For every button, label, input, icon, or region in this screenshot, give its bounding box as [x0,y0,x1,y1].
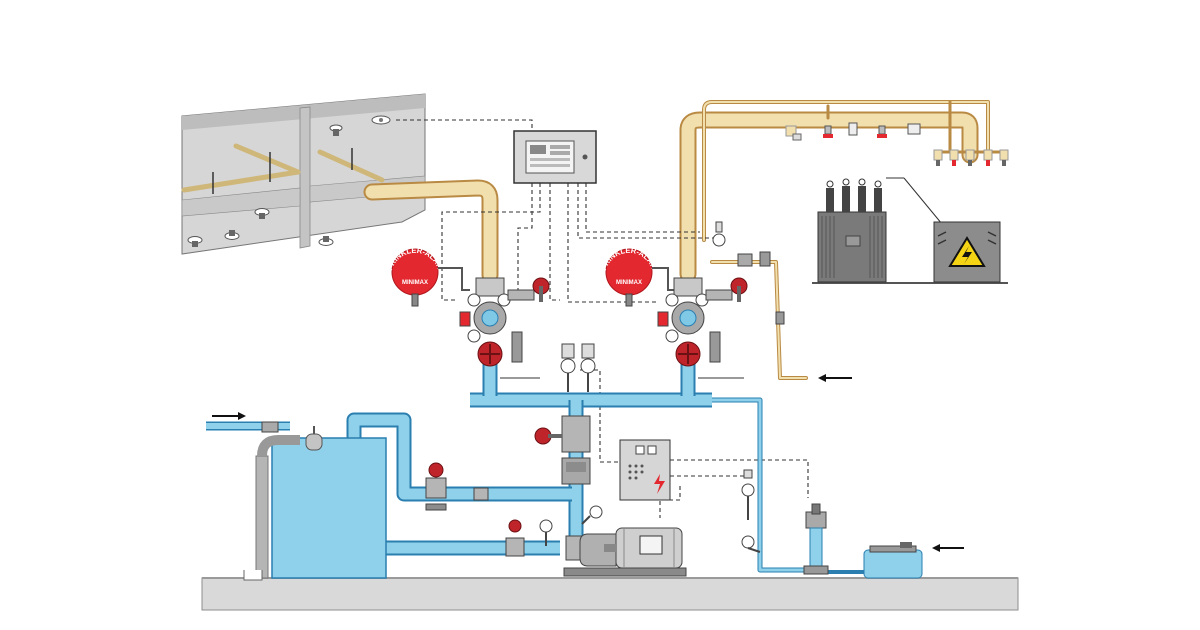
arrow-left-icon [818,374,852,382]
water-tank [243,421,387,581]
alarm-valve-station [657,221,785,379]
lightning-bolt-icon [654,474,665,494]
signal-lines [396,119,809,518]
sprinkler-head-icon [965,149,975,166]
sprinkler-head-icon [877,125,887,138]
fire-pump [563,527,687,577]
sprinkler-head-icon [187,236,203,247]
alarm-bell-brand: MINIMAX [616,280,642,286]
compressor-tank [863,542,923,579]
central-valves [425,415,591,561]
jockey-pump [803,503,829,575]
pump-control-cabinet [619,439,671,501]
arrow-right-icon [212,412,246,420]
pressure-gauge-icon [560,343,576,392]
sprinkler-head-icon [785,125,802,141]
sprinkler-head-icon [254,208,270,219]
pressure-gauge-icon [581,505,603,525]
sprinkler-head-icon [329,124,343,136]
sprinkler-head-icon [999,149,1009,166]
alarm-valve-station [459,277,550,379]
pressure-gauge-icon [539,519,553,546]
pressure-gauge-icon [741,469,755,520]
sprinkler-head-icon [848,122,858,136]
pressure-gauge-icon [741,535,761,553]
sprinkler-head-icon [949,149,959,166]
electrical-station [933,221,1001,283]
sprinkler-head-icon [224,230,240,240]
alarm-bell-brand: MINIMAX [402,280,428,286]
ceiling-section [181,93,426,255]
sprinkler-head-icon [318,236,334,246]
sprinkler-head-icon [823,125,833,138]
supply-pipes [363,100,1006,380]
ground-floor [201,577,1019,611]
sprinkler-head-icon [983,149,993,166]
upper-sprinkler-heads [785,122,1009,166]
sprinkler-head-icon [933,149,943,166]
transformer [812,177,1008,284]
sprinkler-head-icon [371,115,391,125]
arrow-left-icon [932,544,964,552]
fire-alarm-control-panel [513,130,597,184]
pressure-gauge-icon [580,343,596,392]
sprinkler-head-icon [907,123,921,135]
pressure-gauges [539,343,761,553]
high-voltage-warning-icon [948,236,986,267]
